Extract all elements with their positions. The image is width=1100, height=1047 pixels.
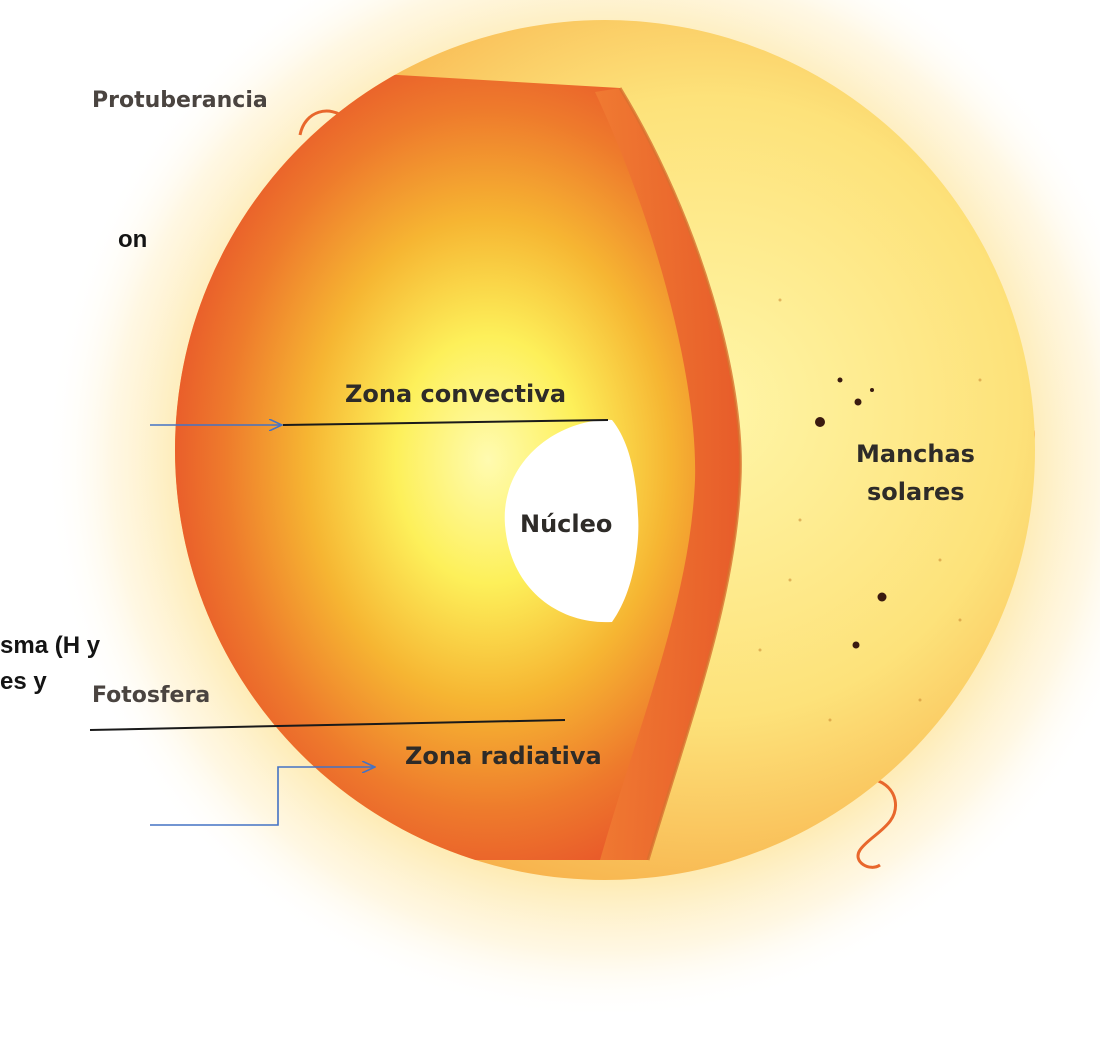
label-manchas-solares-2: solares (867, 478, 965, 506)
sunspot (855, 399, 862, 406)
label-manchas-solares-1: Manchas (856, 440, 975, 468)
side-text-fragment: es y (0, 668, 47, 696)
label-fotosfera: Fotosfera (92, 683, 210, 708)
side-text-fragment: sma (H y (0, 632, 100, 660)
sunspot (815, 417, 825, 427)
sunspot (838, 378, 843, 383)
sunspot (878, 593, 887, 602)
sunspot (870, 388, 874, 392)
side-text-fragment: on (118, 226, 147, 254)
label-nucleo: Núcleo (520, 510, 612, 538)
label-zona-radiativa: Zona radiativa (405, 742, 602, 770)
label-protuberancia: Protuberancia (92, 88, 268, 113)
label-zona-convectiva: Zona convectiva (345, 380, 566, 408)
sunspot (853, 642, 860, 649)
